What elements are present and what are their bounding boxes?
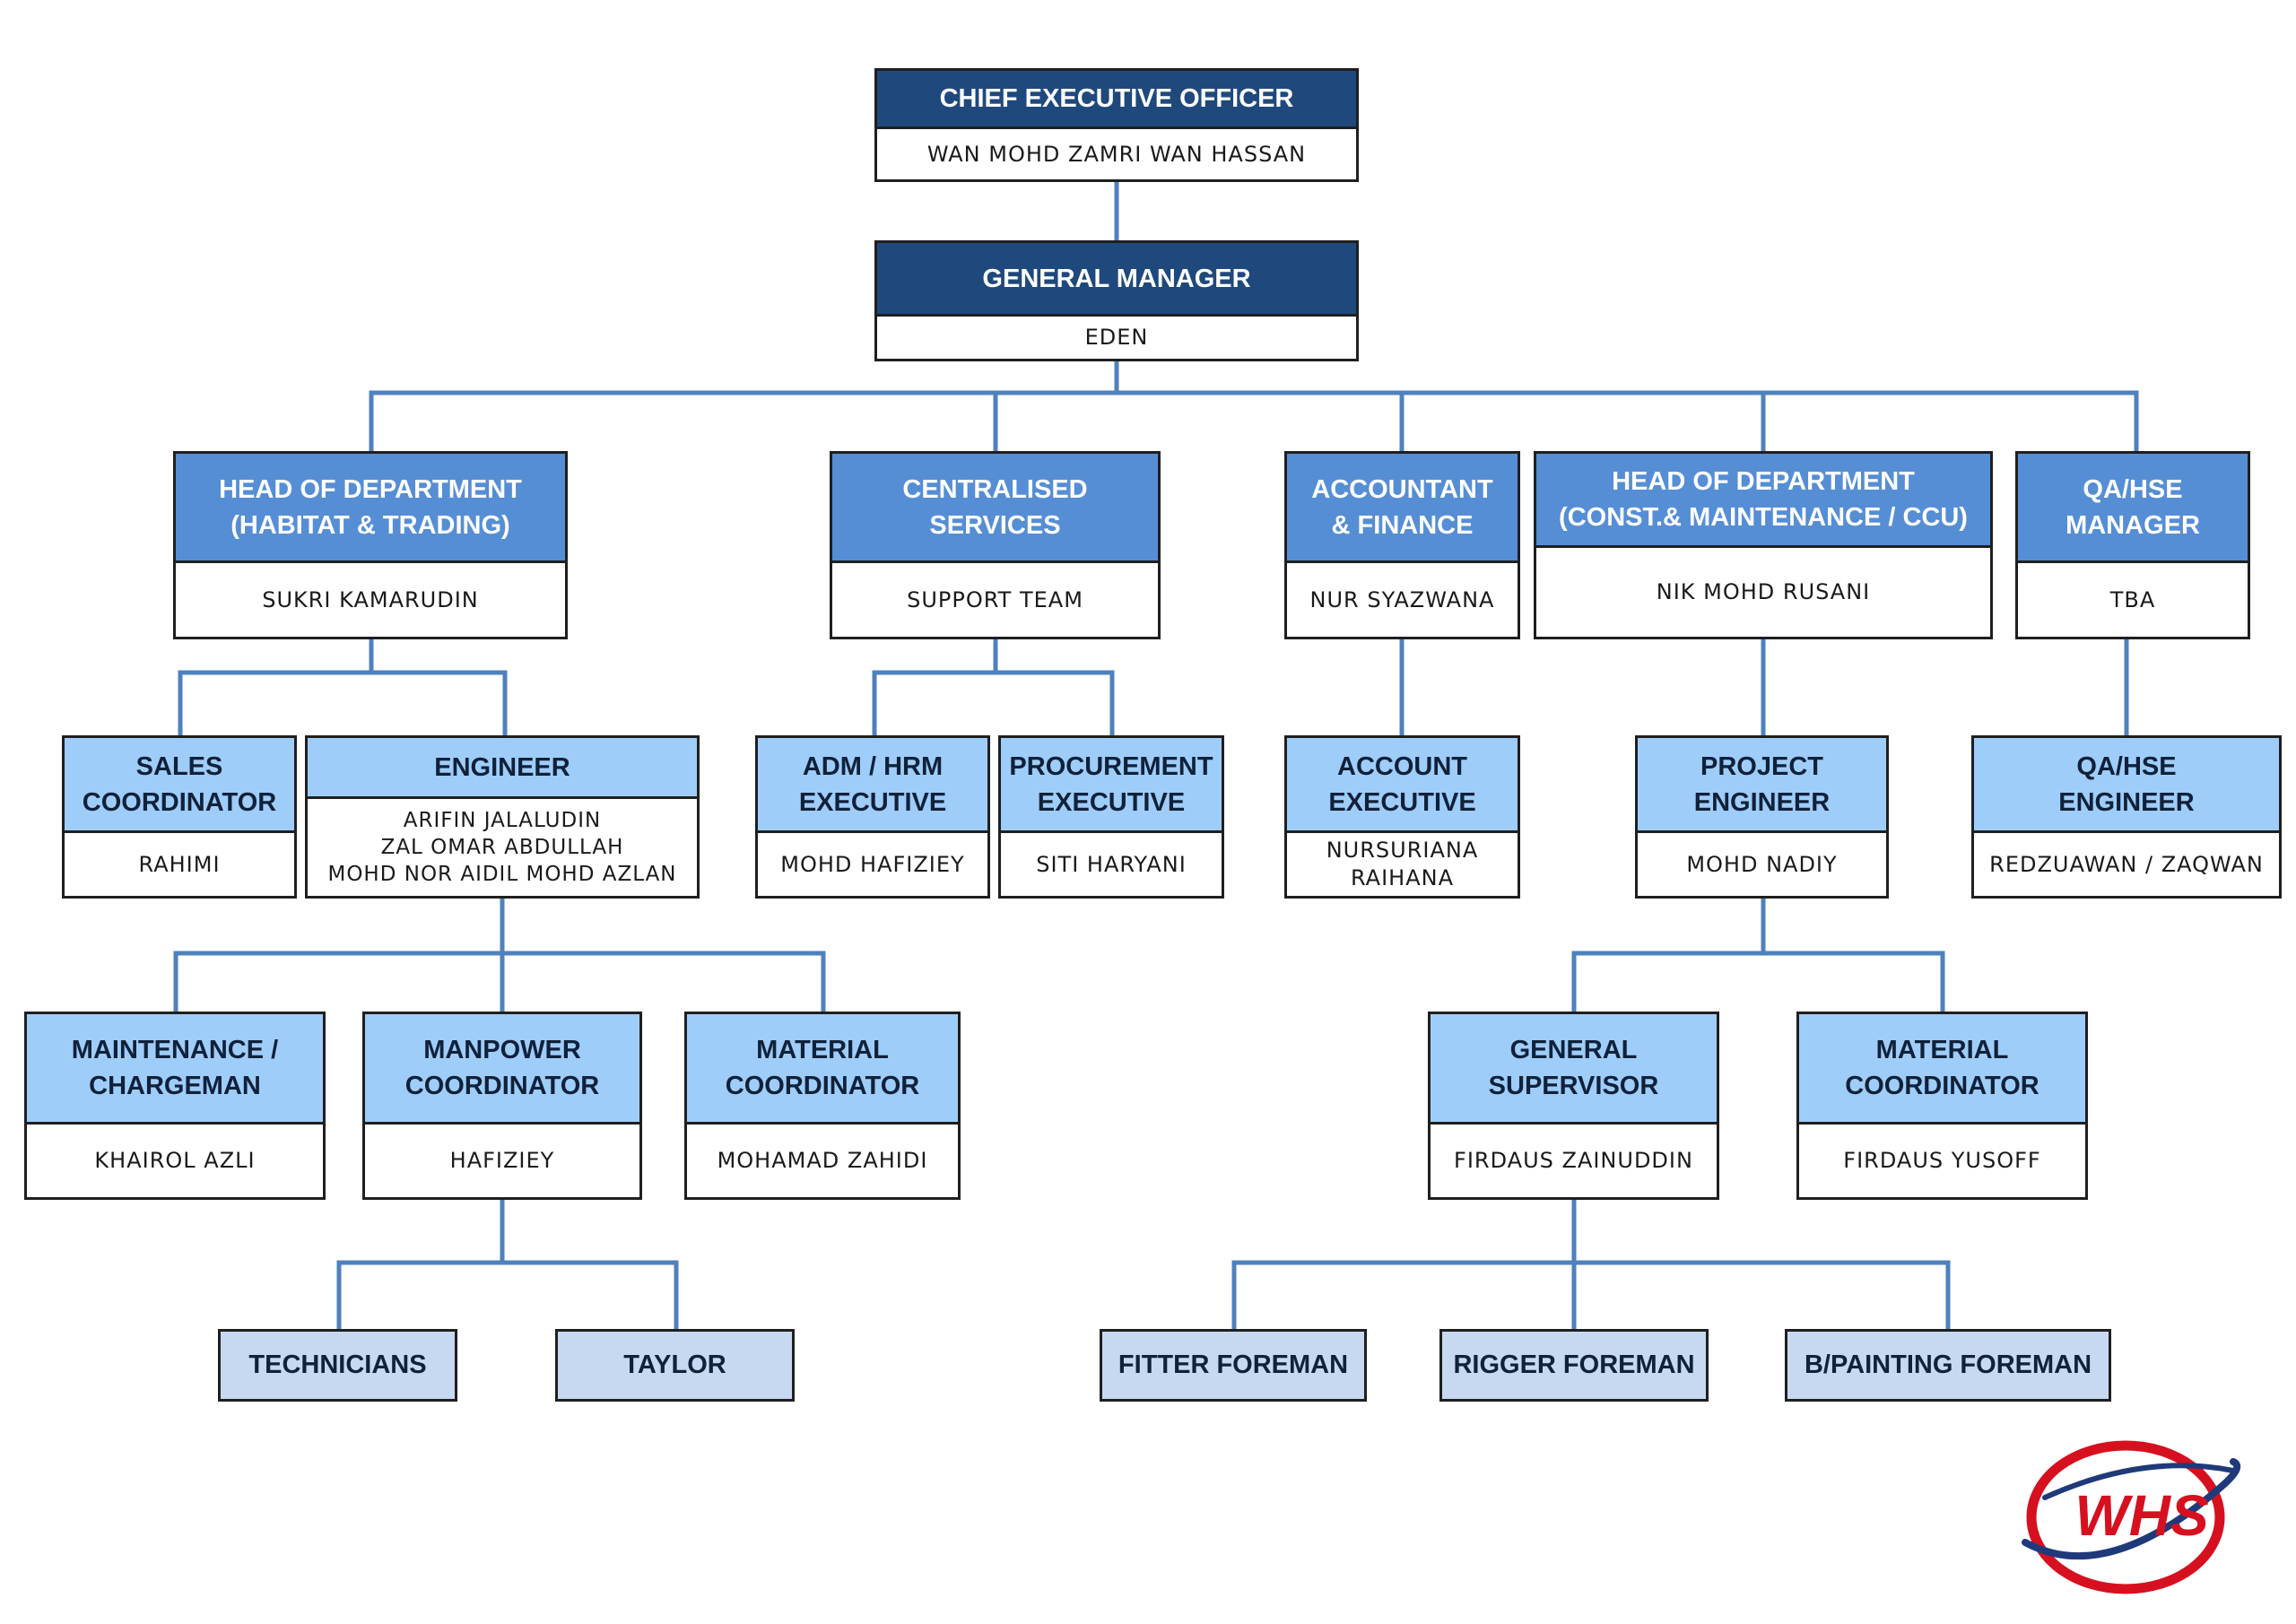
node-ceo-name: WAN MOHD ZAMRI WAN HASSAN [926, 141, 1307, 167]
node-qa-hse-manager: QA/HSE MANAGER TBA [2015, 451, 2250, 639]
node-adm-hrm-executive: ADM / HRM EXECUTIVE MOHD HAFIZIEY [755, 735, 990, 899]
node-qa-manager-title: QA/HSE MANAGER [2018, 454, 2248, 563]
node-procurement-executive: PROCUREMENT EXECUTIVE SITI HARYANI [998, 735, 1224, 899]
node-qa-hse-engineer: QA/HSE ENGINEER REDZUAWAN / ZAQWAN [1971, 735, 2282, 899]
node-qa-engineer-title: QA/HSE ENGINEER [1974, 738, 2279, 833]
node-accountant-title: ACCOUNTANT & FINANCE [1287, 454, 1518, 563]
node-engineer-names: ARIFIN JALALUDIN ZAL OMAR ABDULLAH MOHD … [327, 809, 677, 886]
node-manpower-coordinator: MANPOWER COORDINATOR HAFIZIEY [362, 1012, 642, 1200]
node-ceo: CHIEF EXECUTIVE OFFICER WAN MOHD ZAMRI W… [874, 68, 1359, 182]
node-accountant-finance: ACCOUNTANT & FINANCE NUR SYAZWANA [1284, 451, 1520, 639]
node-ceo-title: CHIEF EXECUTIVE OFFICER [877, 71, 1356, 129]
leaf-rigger-foreman: RIGGER FOREMAN [1439, 1329, 1709, 1402]
node-maintenance-title: MAINTENANCE / CHARGEMAN [27, 1014, 323, 1125]
node-hod-habitat-name: SUKRI KAMARUDIN [262, 586, 479, 612]
node-hod-habitat: HEAD OF DEPARTMENT (HABITAT & TRADING) S… [173, 451, 568, 639]
node-sales-name: RAHIMI [138, 851, 221, 877]
node-engineer: ENGINEER ARIFIN JALALUDIN ZAL OMAR ABDUL… [305, 735, 700, 899]
node-material-1-title: MATERIAL COORDINATOR [687, 1014, 958, 1125]
node-gen-super-title: GENERAL SUPERVISOR [1431, 1014, 1717, 1125]
node-centralised-services: CENTRALISED SERVICES SUPPORT TEAM [830, 451, 1161, 639]
node-procurement-title: PROCUREMENT EXECUTIVE [1001, 738, 1222, 833]
node-procurement-name: SITI HARYANI [1036, 851, 1187, 877]
node-project-eng-name: MOHD NADIY [1686, 851, 1838, 877]
node-engineer-title: ENGINEER [308, 738, 697, 799]
node-account-exec-name: NURSURIANA RAIHANA [1326, 838, 1479, 890]
node-gm-title: GENERAL MANAGER [877, 243, 1356, 317]
node-maintenance-chargeman: MAINTENANCE / CHARGEMAN KHAIROL AZLI [24, 1012, 326, 1200]
node-general-manager: GENERAL MANAGER EDEN [874, 240, 1359, 361]
node-hod-const-title: HEAD OF DEPARTMENT (CONST.& MAINTENANCE … [1536, 454, 1990, 548]
node-adm-hrm-name: MOHD HAFIZIEY [780, 851, 965, 877]
node-centralised-name: SUPPORT TEAM [907, 586, 1083, 612]
node-material-1-name: MOHAMAD ZAHIDI [717, 1148, 928, 1173]
node-hod-const-name: NIK MOHD RUSANI [1656, 579, 1871, 604]
node-general-supervisor: GENERAL SUPERVISOR FIRDAUS ZAINUDDIN [1428, 1012, 1719, 1200]
leaf-taylor: TAYLOR [555, 1329, 795, 1402]
node-gm-name: EDEN [1084, 325, 1149, 350]
leaf-technicians: TECHNICIANS [218, 1329, 457, 1402]
node-qa-engineer-name: REDZUAWAN / ZAQWAN [1989, 851, 2264, 877]
node-material-coordinator-habitat: MATERIAL COORDINATOR MOHAMAD ZAHIDI [684, 1012, 961, 1200]
node-adm-hrm-title: ADM / HRM EXECUTIVE [758, 738, 987, 833]
node-project-eng-title: PROJECT ENGINEER [1638, 738, 1886, 833]
node-account-exec-title: ACCOUNT EXECUTIVE [1287, 738, 1518, 833]
leaf-fitter-foreman: FITTER FOREMAN [1100, 1329, 1367, 1402]
node-sales-coordinator: SALES COORDINATOR RAHIMI [62, 735, 297, 899]
node-accountant-name: NUR SYAZWANA [1309, 586, 1495, 612]
node-centralised-title: CENTRALISED SERVICES [832, 454, 1158, 563]
whs-logo: WHS [2022, 1440, 2241, 1594]
logo-text: WHS [2074, 1483, 2209, 1548]
node-manpower-title: MANPOWER COORDINATOR [365, 1014, 639, 1125]
node-qa-manager-name: TBA [2109, 586, 2156, 612]
node-material-2-title: MATERIAL COORDINATOR [1799, 1014, 2085, 1125]
node-maintenance-name: KHAIROL AZLI [94, 1148, 256, 1173]
leaf-b-painting-foreman: B/PAINTING FOREMAN [1785, 1329, 2111, 1402]
node-sales-title: SALES COORDINATOR [65, 738, 294, 833]
node-account-executive: ACCOUNT EXECUTIVE NURSURIANA RAIHANA [1284, 735, 1520, 899]
node-material-coordinator-const: MATERIAL COORDINATOR FIRDAUS YUSOFF [1796, 1012, 2088, 1200]
node-project-engineer: PROJECT ENGINEER MOHD NADIY [1635, 735, 1889, 899]
node-manpower-name: HAFIZIEY [449, 1148, 555, 1173]
node-hod-habitat-title: HEAD OF DEPARTMENT (HABITAT & TRADING) [176, 454, 565, 563]
node-material-2-name: FIRDAUS YUSOFF [1843, 1148, 2041, 1173]
node-hod-construction: HEAD OF DEPARTMENT (CONST.& MAINTENANCE … [1534, 451, 1993, 639]
node-gen-super-name: FIRDAUS ZAINUDDIN [1454, 1148, 1693, 1173]
